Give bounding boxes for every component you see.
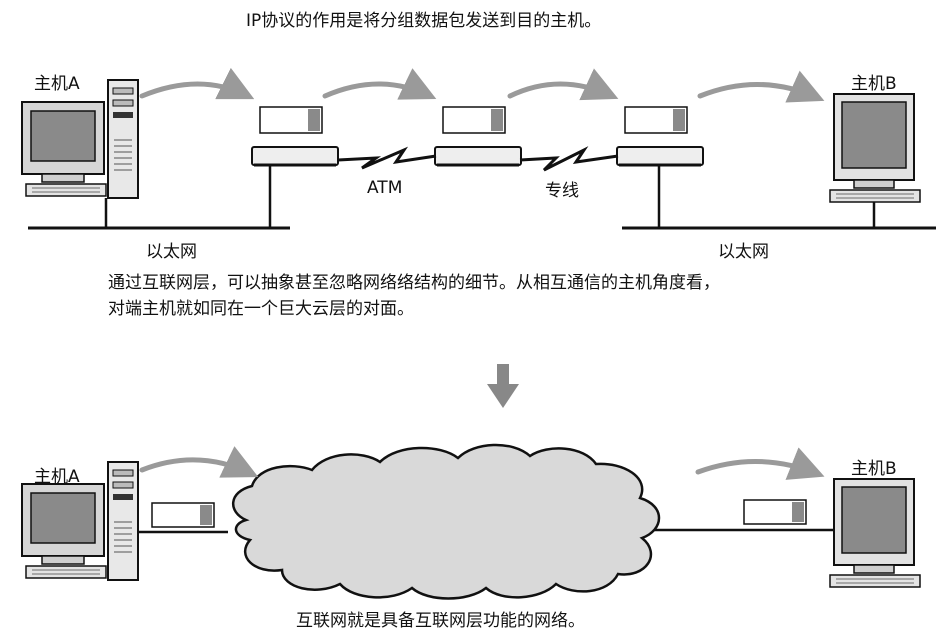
router-2-icon (433, 105, 523, 167)
router-3-icon (615, 105, 705, 167)
bottom-host-b-computer-icon (829, 478, 921, 588)
leased-line-zigzag (519, 146, 619, 172)
bottom-flow-arrow-left (139, 446, 259, 478)
middle-caption-line1: 通过互联网层，可以抽象甚至忽略网络络结构的细节。从相互通信的主机角度看， (108, 273, 720, 293)
leased-line-label: 专线 (545, 181, 579, 201)
down-arrow-icon (487, 364, 519, 408)
atm-link-zigzag (337, 146, 437, 170)
bottom-flow-arrow-right (695, 447, 825, 480)
left-ethernet-label: 以太网 (146, 242, 197, 262)
middle-caption-line2: 对端主机就如同在一个巨大云层的对面。 (108, 299, 414, 319)
packet-right-icon (743, 499, 807, 525)
bottom-caption: 互联网就是具备互联网层功能的网络。 (296, 611, 585, 631)
right-ethernet-label: 以太网 (718, 242, 769, 262)
atm-link-label: ATM (367, 178, 403, 198)
top-caption: IP协议的作用是将分组数据包发送到目的主机。 (246, 11, 602, 31)
flow-arrow-3 (507, 68, 619, 101)
internet-cloud (231, 443, 661, 600)
flow-arrow-1 (139, 67, 255, 100)
packet-left-icon (151, 502, 215, 528)
bottom-host-b-label: 主机B (851, 459, 897, 479)
top-host-a-label: 主机A (34, 74, 80, 94)
router-1-icon (250, 105, 340, 167)
top-host-b-computer-icon (829, 93, 921, 203)
top-host-a-computer-icon (21, 79, 139, 199)
flow-arrow-4 (697, 70, 825, 103)
bottom-host-a-label: 主机A (34, 467, 80, 487)
internet-cloud-label: 互联网 (452, 520, 506, 541)
flow-arrow-2 (322, 68, 437, 100)
top-host-b-label: 主机B (851, 74, 897, 94)
